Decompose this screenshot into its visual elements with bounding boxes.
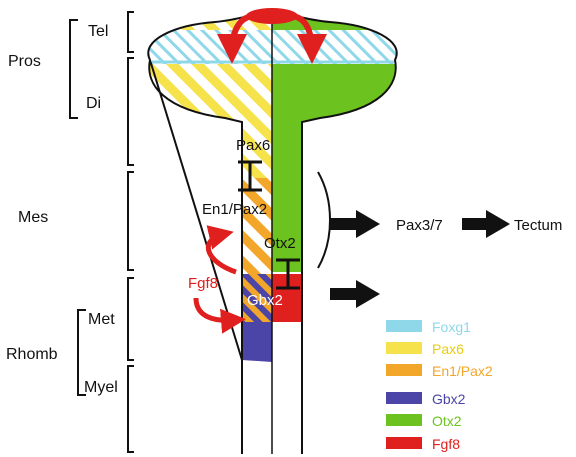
legend-label-en1pax2: En1/Pax2 [432,363,493,379]
label-pax6: Pax6 [236,137,270,154]
label-fgf8: Fgf8 [188,275,218,292]
legend: Foxg1 Pax6 En1/Pax2 Gbx2 Otx2 Fgf8 [386,319,493,452]
foxg1-domain [140,30,412,64]
arrow-to-pax37 [330,210,380,238]
legend-label-pax6: Pax6 [432,341,464,357]
label-met: Met [88,311,115,328]
label-tectum: Tectum [514,217,562,234]
en1pax2-domain [140,178,272,274]
fgf8-down-arrow [196,298,236,320]
met-bracket [128,278,134,360]
label-myel: Myel [84,379,118,396]
label-di: Di [86,95,101,112]
label-pros: Pros [8,53,41,70]
myel-bracket [128,366,134,452]
legend-swatch-gbx2 [386,392,422,404]
legend-label-fgf8: Fgf8 [432,436,460,452]
label-otx2: Otx2 [264,235,296,252]
legend-label-gbx2: Gbx2 [432,391,466,407]
di-bracket [128,58,134,165]
pros-bracket [70,20,78,118]
legend-label-foxg1: Foxg1 [432,319,471,335]
arrow-isthmus [330,280,380,308]
legend-swatch-pax6 [386,342,422,354]
label-tel: Tel [88,23,108,40]
mes-bracket [128,172,134,270]
legend-swatch-foxg1 [386,320,422,332]
legend-swatch-fgf8 [386,437,422,449]
mes-curve [318,172,330,268]
label-mes: Mes [18,209,48,226]
arrow-to-tectum [462,210,510,238]
legend-swatch-en1pax2 [386,364,422,376]
label-pax37: Pax3/7 [396,217,443,234]
legend-swatch-otx2 [386,414,422,426]
top-red-source [246,8,298,24]
label-rhomb: Rhomb [6,346,58,363]
label-gbx2: Gbx2 [247,292,283,309]
gbx2-domain [242,322,272,362]
label-en1-pax2: En1/Pax2 [202,201,267,218]
tel-bracket [128,12,134,52]
legend-label-otx2: Otx2 [432,413,462,429]
